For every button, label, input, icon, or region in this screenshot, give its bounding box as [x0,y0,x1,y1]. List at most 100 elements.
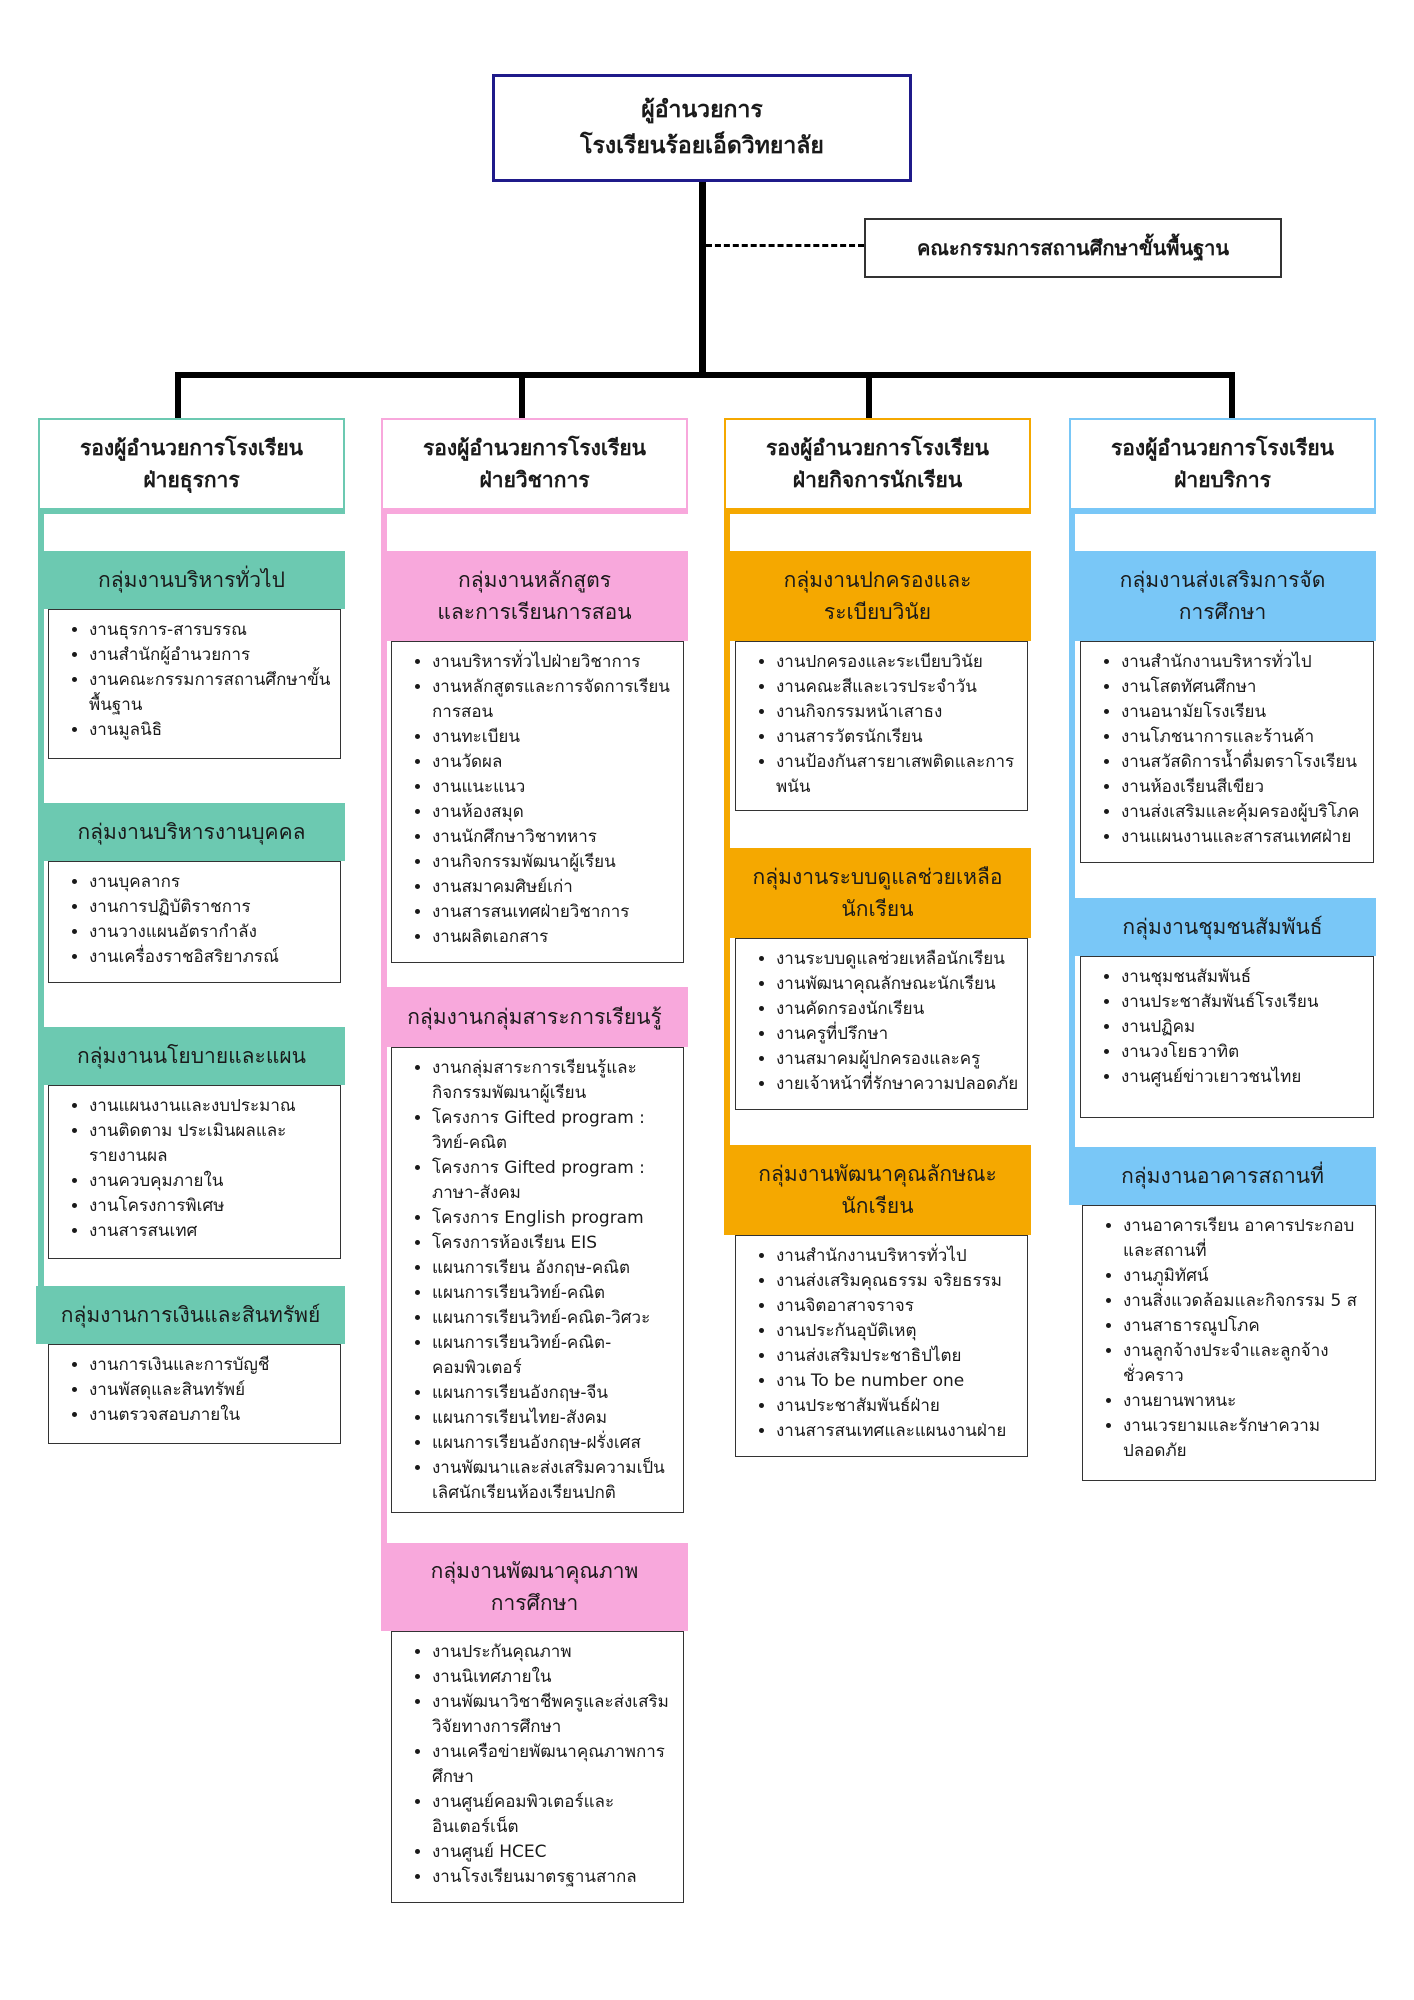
list-item: งานพัฒนาคุณลักษณะนักเรียน [776,972,1019,997]
list-item: งานป้องกันสารยาเสพติดและการพนัน [776,750,1019,800]
list-item: งานสารวัตรนักเรียน [776,725,1019,750]
group-academic-quality-list: งานประกันคุณภาพ งานนิเทศภายใน งานพัฒนาวิ… [391,1631,684,1903]
deputy-student-affairs-title: รองผู้อำนวยการโรงเรียน [765,436,990,460]
list-item: งานพัฒนาและส่งเสริมความเป็นเลิศนักเรียนห… [432,1456,675,1506]
list-item: โครงการห้องเรียน EIS [432,1231,675,1256]
group-label-line1: กลุ่มงานหลักสูตร [458,568,611,592]
list-item: แผนการเรียนไทย-สังคม [432,1406,675,1431]
drop-line-student-affairs [866,372,872,418]
committee-box: คณะกรรมการสถานศึกษาขั้นพื้นฐาน [864,218,1282,278]
list-item: งานเวรยามและรักษาความปลอดภัย [1123,1414,1367,1464]
group-label-line1: กลุ่มงานส่งเสริมการจัด [1119,568,1326,592]
group-admin-finance: กลุ่มงานการเงินและสินทรัพย์ [36,1286,345,1344]
list-item: แผนการเรียนอังกฤษ-จีน [432,1381,675,1406]
list-item: แผนการเรียนวิทย์-คณิต-คอมพิวเตอร์ [432,1331,675,1381]
horizontal-bus-line [175,372,1235,378]
list-item: งานกิจกรรมหน้าเสาธง [776,700,1019,725]
list-item: งายเจ้าหน้าที่รักษาความปลอดภัย [776,1072,1019,1097]
drop-line-admin [175,372,181,418]
list-item: งานโสตทัศนศึกษา [1121,675,1365,700]
list-item: งานวงโยธวาทิต [1121,1040,1365,1065]
list-item: งานบุคลากร [89,870,332,895]
group-label: กลุ่มงานกลุ่มสาระการเรียนรู้ [407,1005,662,1029]
list-item: งานจิตอาสาจราจร [776,1294,1019,1319]
group-academic-curriculum: กลุ่มงานหลักสูตร และการเรียนการสอน [381,551,688,641]
group-admin-policy: กลุ่มงานนโยบายและแผน [38,1027,345,1085]
list-item: งานติดตาม ประเมินผลและรายงานผล [89,1119,332,1169]
group-student-character-list: งานสำนักงานบริหารทั่วไป งานส่งเสริมคุณธร… [735,1235,1028,1457]
list-item: งานศูนย์ HCEC [432,1840,675,1865]
list-item: งานคณะกรรมการสถานศึกษาขั้นพื้นฐาน [89,668,332,718]
list-item: งานแผนงานและสารสนเทศฝ่าย [1121,825,1365,850]
list-item: งานสาธารณูปโภค [1123,1314,1367,1339]
list-item: งานศูนย์คอมพิวเตอร์และอินเตอร์เน็ต [432,1790,675,1840]
deputy-services-box: รองผู้อำนวยการโรงเรียน ฝ่ายบริการ [1069,418,1376,514]
group-label: กลุ่มงานการเงินและสินทรัพย์ [60,1303,321,1327]
admin-rail [38,512,44,1344]
list-item: งานพัฒนาวิชาชีพครูและส่งเสริมวิจัยทางการ… [432,1690,675,1740]
list-item: งานส่งเสริมและคุ้มครองผู้บริโภค [1121,800,1365,825]
deputy-student-affairs-dept: ฝ่ายกิจการนักเรียน [792,468,963,492]
list-item: งานเครื่องราชอิสริยาภรณ์ [89,945,332,970]
list-item: โครงการ Gifted program : วิทย์-คณิต [432,1106,675,1156]
group-admin-general: กลุ่มงานบริหารทั่วไป [38,551,345,609]
list-item: งานสมาคมศิษย์เก่า [432,875,675,900]
group-student-character: กลุ่มงานพัฒนาคุณลักษณะ นักเรียน [724,1145,1031,1235]
list-item: งานห้องสมุด [432,800,675,825]
list-item: งานส่งเสริมคุณธรรม จริยธรรม [776,1269,1019,1294]
list-item: งานสารสนเทศ [89,1219,332,1244]
group-student-discipline: กลุ่มงานปกครองและ ระเบียบวินัย [724,551,1031,641]
group-label: กลุ่มงานบริหารงานบุคคล [77,820,306,844]
list-item: แผนการเรียนวิทย์-คณิต-วิศวะ [432,1306,675,1331]
list-item: งานพัสดุและสินทรัพย์ [89,1378,332,1403]
trunk-line [699,182,706,378]
group-label-line1: กลุ่มงานระบบดูแลช่วยเหลือ [752,865,1003,889]
director-title: ผู้อำนวยการ [641,97,763,123]
list-item: งานการปฏิบัติราชการ [89,895,332,920]
list-item: งานยานพาหนะ [1123,1389,1367,1414]
list-item: งานห้องเรียนสีเขียว [1121,775,1365,800]
deputy-services-dept: ฝ่ายบริการ [1174,468,1271,492]
director-box: ผู้อำนวยการ โรงเรียนร้อยเอ็ดวิทยาลัย [492,74,912,182]
list-item: งานอาคารเรียน อาคารประกอบและสถานที่ [1123,1214,1367,1264]
group-student-discipline-list: งานปกครองและระเบียบวินัย งานคณะสีและเวรป… [735,641,1028,811]
list-item: งานวัดผล [432,750,675,775]
group-label-line1: กลุ่มงานพัฒนาคุณภาพ [430,1559,639,1583]
list-item: งานแนะแนว [432,775,675,800]
group-label-line2: และการเรียนการสอน [437,600,632,624]
group-academic-subjects: กลุ่มงานกลุ่มสาระการเรียนรู้ [381,987,688,1047]
group-services-buildings-list: งานอาคารเรียน อาคารประกอบและสถานที่ งานภ… [1082,1205,1376,1481]
academic-rail [381,512,387,1630]
services-rail [1069,512,1075,1204]
group-label-line1: กลุ่มงานพัฒนาคุณลักษณะ [758,1162,997,1186]
group-services-community: กลุ่มงานชุมชนสัมพันธ์ [1069,898,1376,956]
group-admin-personnel: กลุ่มงานบริหารงานบุคคล [38,803,345,861]
group-label: กลุ่มงานอาคารสถานที่ [1121,1164,1324,1188]
group-label-line2: ระเบียบวินัย [823,600,932,624]
list-item: งานอนามัยโรงเรียน [1121,700,1365,725]
list-item: งานประชาสัมพันธ์โรงเรียน [1121,990,1365,1015]
list-item: งานประชาสัมพันธ์ฝ่าย [776,1394,1019,1419]
list-item: งานทะเบียน [432,725,675,750]
list-item: แผนการเรียนวิทย์-คณิต [432,1281,675,1306]
list-item: งานโครงการพิเศษ [89,1194,332,1219]
list-item: แผนการเรียนอังกฤษ-ฝรั่งเศส [432,1431,675,1456]
deputy-student-affairs-box: รองผู้อำนวยการโรงเรียน ฝ่ายกิจการนักเรีย… [724,418,1031,514]
group-academic-quality: กลุ่มงานพัฒนาคุณภาพ การศึกษา [381,1543,688,1631]
group-student-care-list: งานระบบดูแลช่วยเหลือนักเรียน งานพัฒนาคุณ… [735,938,1028,1110]
list-item: งานโภชนาการและร้านค้า [1121,725,1365,750]
group-admin-general-list: งานธุรการ-สารบรรณ งานสำนักผู้อำนวยการ งา… [48,609,341,759]
deputy-admin-title: รองผู้อำนวยการโรงเรียน [79,436,304,460]
list-item: งานสวัสดิการน้ำดื่มตราโรงเรียน [1121,750,1365,775]
deputy-admin-box: รองผู้อำนวยการโรงเรียน ฝ่ายธุรการ [38,418,345,514]
group-label-line2: นักเรียน [841,1194,914,1218]
group-services-education-list: งานสำนักงานบริหารทั่วไป งานโสตทัศนศึกษา … [1080,641,1374,863]
list-item: งานกิจกรรมพัฒนาผู้เรียน [432,850,675,875]
deputy-admin-dept: ฝ่ายธุรการ [143,468,240,492]
group-label-line2: การศึกษา [490,1591,579,1615]
list-item: งานนิเทศภายใน [432,1665,675,1690]
group-label-line2: การศึกษา [1178,600,1267,624]
drop-line-services [1229,372,1235,418]
list-item: งานวางแผนอัตรากำลัง [89,920,332,945]
list-item: งานภูมิทัศน์ [1123,1264,1367,1289]
